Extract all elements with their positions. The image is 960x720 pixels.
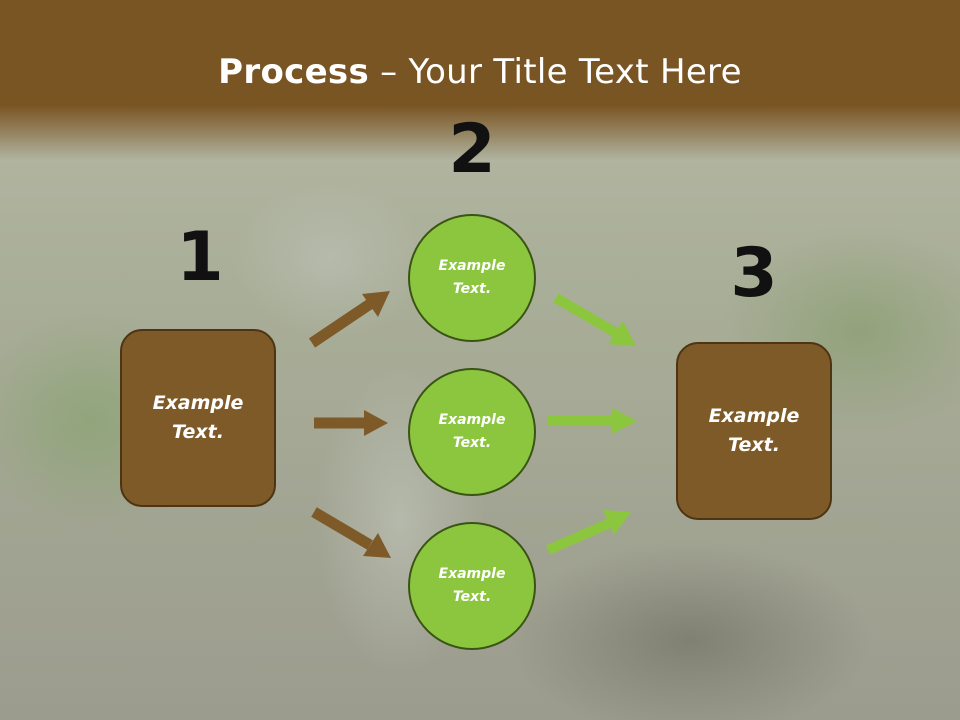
step-1-box: Example Text. [120,329,276,507]
title-bold: Process [218,52,370,92]
step-2-text-bottom: Example Text. [438,566,506,605]
step-3-text: Example Text. [708,405,800,456]
header-band [0,0,960,160]
step-3-box: Example Text. [676,342,832,520]
step-2-circle-middle: Example Text. [408,368,536,496]
arrow-1-to-2-middle [314,410,388,436]
step-number-2: 2 [448,110,496,189]
arrow-1-to-2-top [308,291,390,348]
title-rest: Your Title Text Here [408,52,742,92]
step-2-circle-top: Example Text. [408,214,536,342]
arrow-1-to-2-bottom [311,507,391,558]
step-2-text-top: Example Text. [438,258,506,297]
step-2-circle-bottom: Example Text. [408,522,536,650]
arrow-2-top-to-3 [553,293,636,346]
slide-title: Process – Your Title Text Here [0,52,960,92]
step-number-1: 1 [176,218,224,297]
step-1-text: Example Text. [152,392,244,443]
title-separator: – [369,52,409,92]
step-2-text-middle: Example Text. [438,412,506,451]
arrow-2-middle-to-3 [548,408,637,434]
step-number-3: 3 [730,234,778,313]
arrow-2-bottom-to-3 [546,510,631,555]
